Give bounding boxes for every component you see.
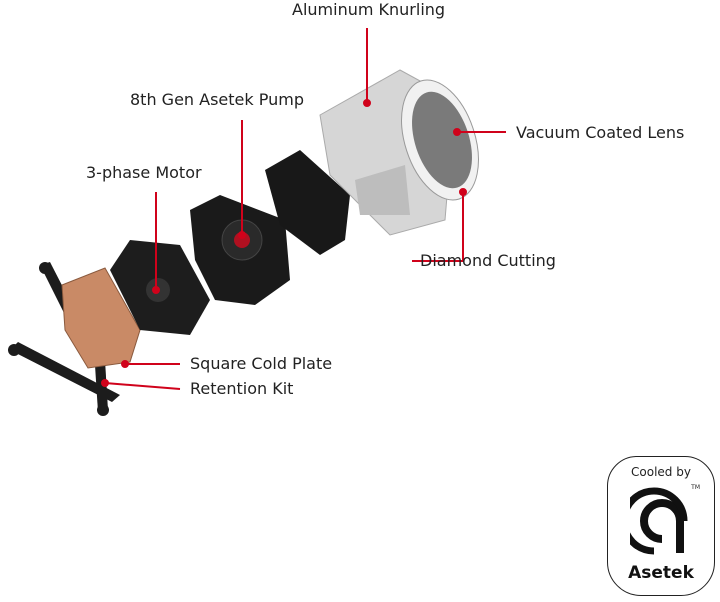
square-cold-plate [61,267,141,369]
label-pump: 8th Gen Asetek Pump [130,90,304,109]
label-cold-plate: Square Cold Plate [190,354,333,373]
label-diamond-cutting: Diamond Cutting [420,251,556,270]
label-lens: Vacuum Coated Lens [516,123,685,142]
badge-cooled-by: Cooled by [631,465,691,479]
badge-brand: Asetek [628,563,694,583]
label-retention-kit: Retention Kit [190,379,294,398]
cooled-by-asetek-badge: Cooled by TM Asetek [607,456,715,596]
badge-trademark: TM [691,484,700,491]
lens [412,91,472,189]
leader-lines [101,28,506,390]
label-motor: 3-phase Motor [86,163,202,182]
asetek-logo-icon [630,487,688,555]
aluminum-cap [319,69,479,236]
label-aluminum-knurling: Aluminum Knurling [292,0,446,19]
mounting-plate [265,150,350,255]
